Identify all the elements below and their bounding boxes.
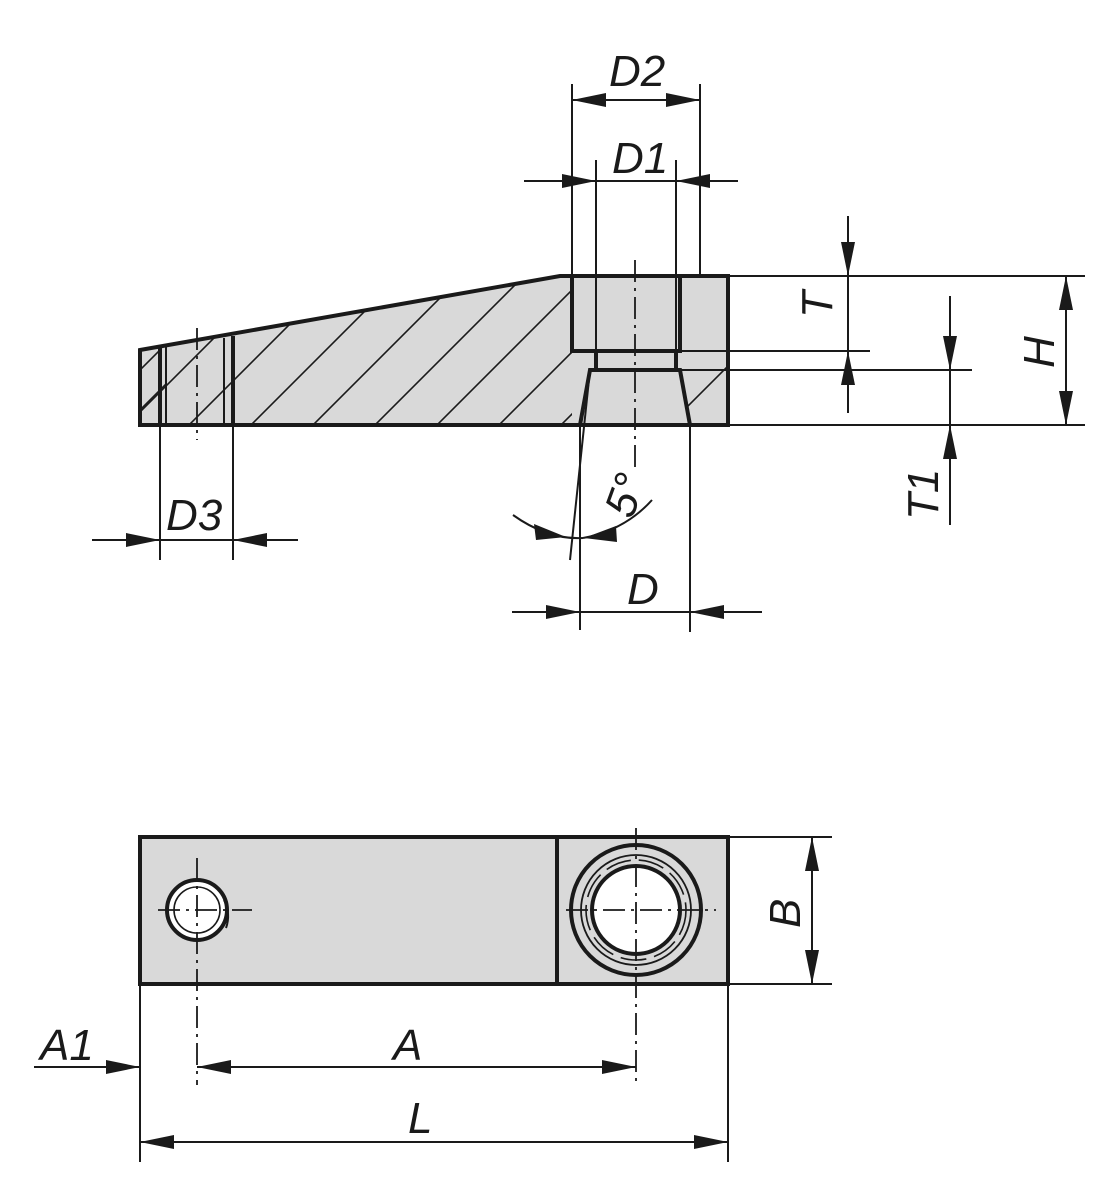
counterbore (572, 278, 726, 351)
hatch-line (431, 276, 572, 425)
label-b: B (761, 899, 810, 928)
section-hatching (140, 276, 572, 425)
label-h: H (1015, 336, 1064, 368)
hatch-line (680, 351, 728, 425)
section-hatching-right (680, 351, 728, 425)
label-a1: A1 (37, 1021, 94, 1070)
label-d: D (627, 565, 659, 614)
section-hatching-end (140, 350, 166, 425)
label-d2: D2 (609, 47, 665, 96)
label-t1: T1 (899, 469, 948, 520)
label-a: A (390, 1021, 422, 1070)
tapered-bore-outline (578, 368, 692, 426)
plan-view: B A1 A L (34, 828, 832, 1162)
section-view: D2 D1 T T1 H D3 (92, 47, 1085, 632)
counterbore-outline (570, 276, 682, 353)
label-d3: D3 (166, 491, 223, 540)
hatch-line (369, 276, 541, 425)
hatch-line (493, 276, 572, 425)
label-l: L (408, 1094, 432, 1143)
label-t: T (793, 288, 842, 318)
hatch-line (140, 382, 166, 412)
label-d1: D1 (612, 134, 668, 183)
label-angle: 5° (595, 467, 655, 523)
